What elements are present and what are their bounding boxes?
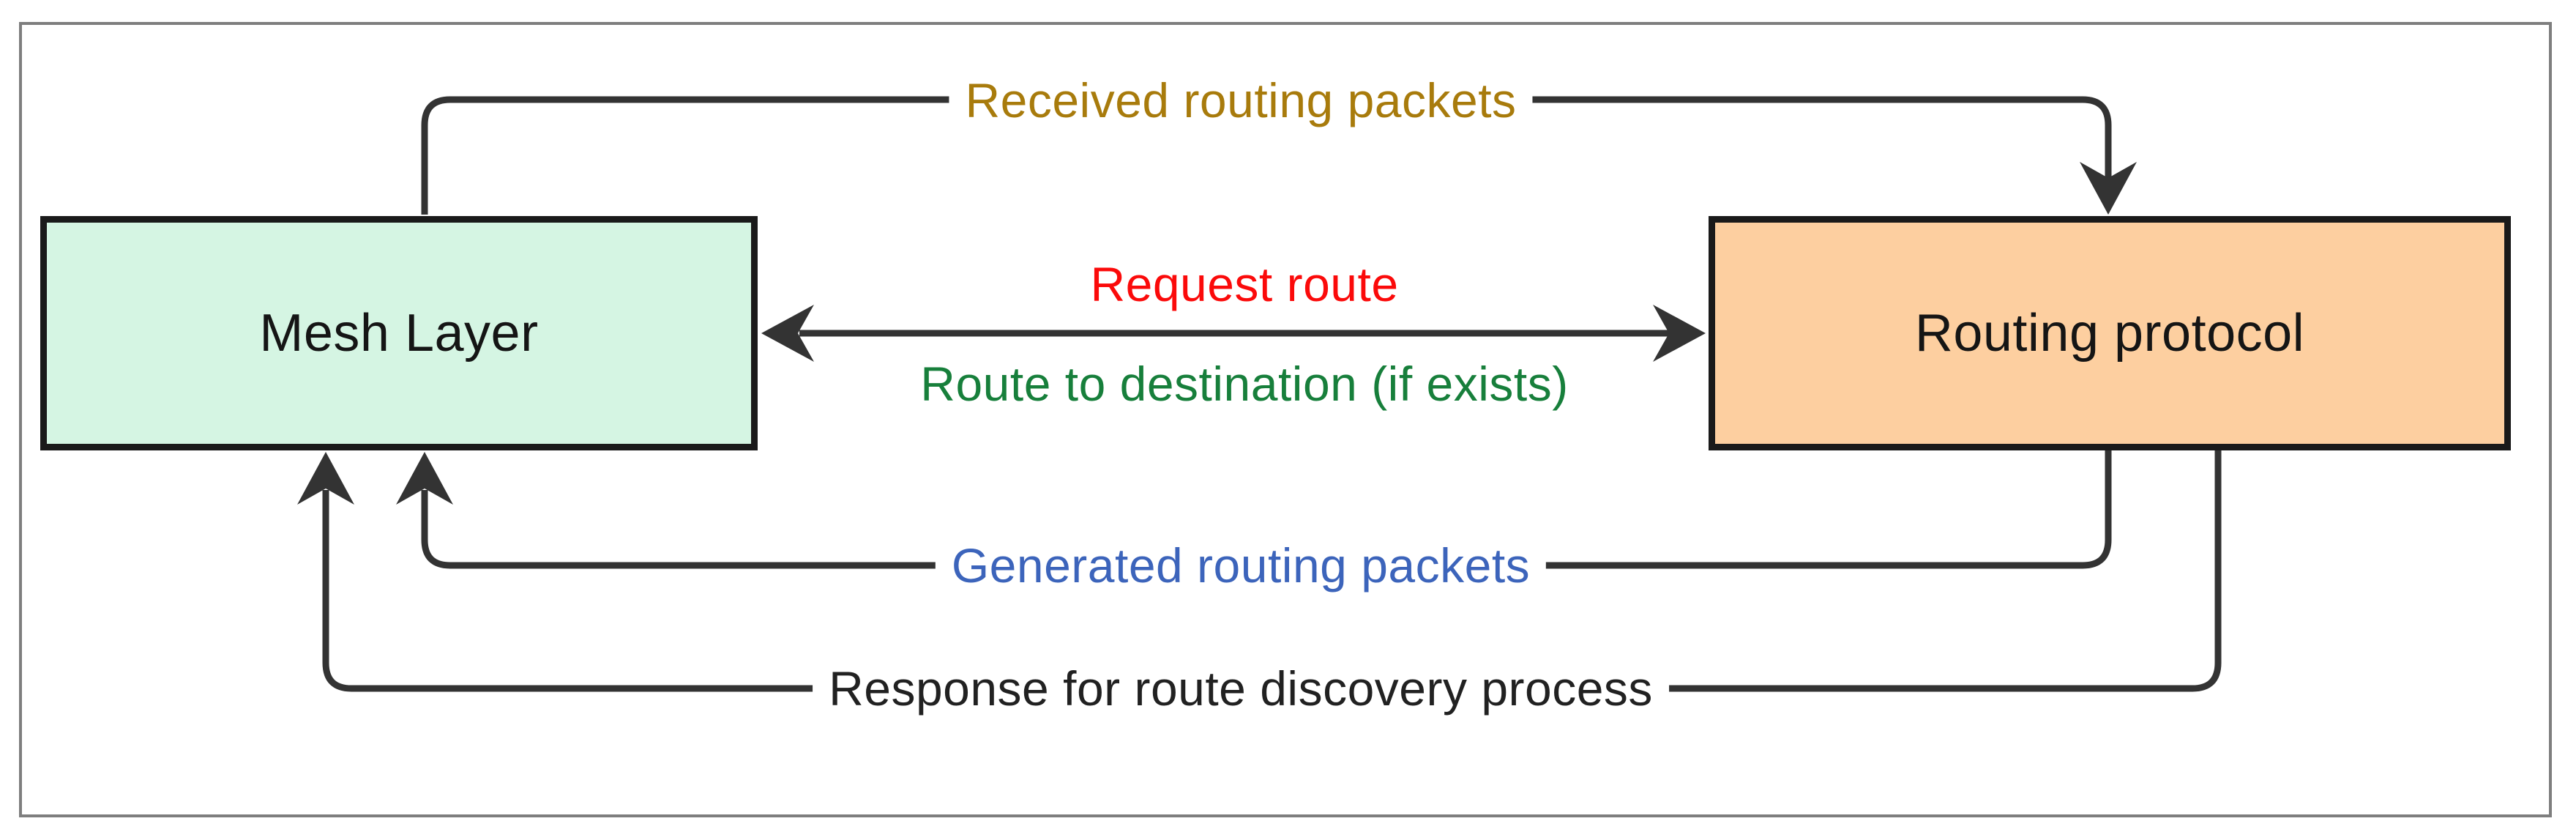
edge-label-route-to-destination: Route to destination (if exists) [904, 353, 1585, 415]
node-mesh-layer-label: Mesh Layer [259, 304, 539, 363]
arrowhead-up-into-mesh-response-icon [297, 452, 354, 505]
arrowhead-up-into-mesh-generated-icon [396, 452, 453, 505]
node-routing-protocol: Routing protocol [1709, 216, 2511, 450]
diagram-border [19, 22, 2552, 817]
edge-label-response-route-discovery: Response for route discovery process [813, 658, 1669, 719]
edge-label-generated-routing-packets: Generated routing packets [935, 535, 1547, 596]
arrowhead-left-into-mesh-icon [761, 305, 814, 362]
arrowhead-down-into-routing-icon [2080, 162, 2137, 215]
node-routing-protocol-label: Routing protocol [1914, 304, 2305, 363]
edge-label-request-route: Request route [1074, 253, 1415, 315]
node-mesh-layer: Mesh Layer [40, 216, 758, 450]
edge-label-received-routing-packets: Received routing packets [949, 70, 1533, 131]
arrowhead-right-into-routing-icon [1653, 305, 1706, 362]
